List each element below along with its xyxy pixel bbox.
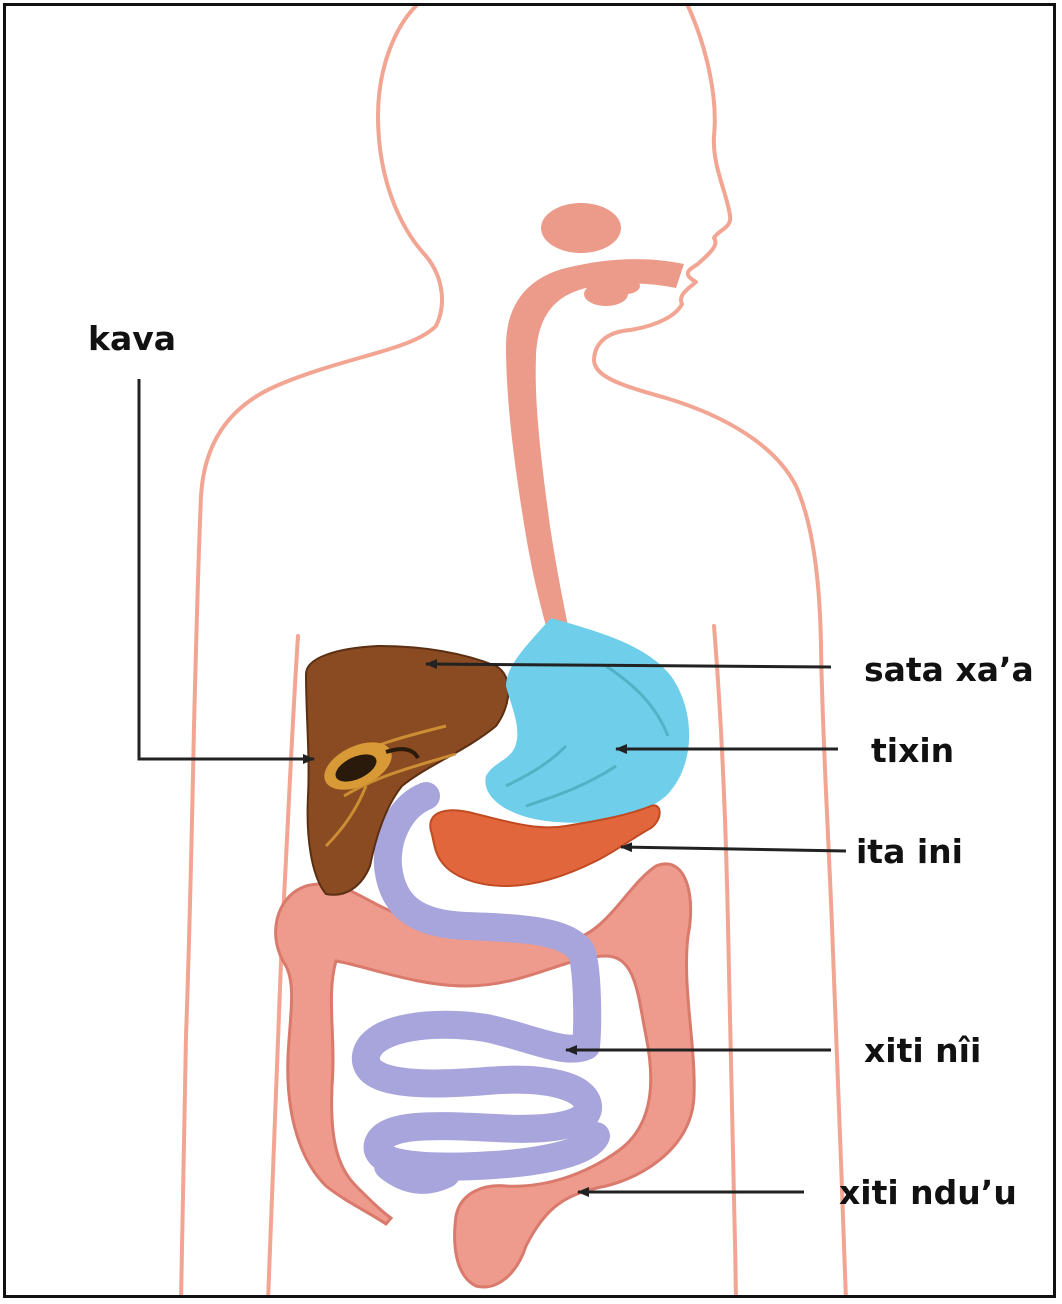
esophagus xyxy=(506,259,684,626)
body-outline xyxy=(181,6,846,1298)
figure-frame: kava sata xa’a tixin ita ini xiti nîi xi… xyxy=(3,3,1056,1298)
label-stomach: tixin xyxy=(871,731,954,770)
leader-gallbladder xyxy=(139,379,314,759)
label-pancreas: ita ini xyxy=(856,832,963,871)
torso-inner-right xyxy=(714,626,736,1298)
stomach xyxy=(485,618,689,823)
label-large-intestine: xiti ndu’u xyxy=(839,1173,1017,1212)
label-small-intestine: xiti nîi xyxy=(864,1031,981,1070)
label-liver: sata xa’a xyxy=(864,650,1034,689)
label-gallbladder: kava xyxy=(88,319,176,358)
leader-pancreas xyxy=(621,847,846,851)
